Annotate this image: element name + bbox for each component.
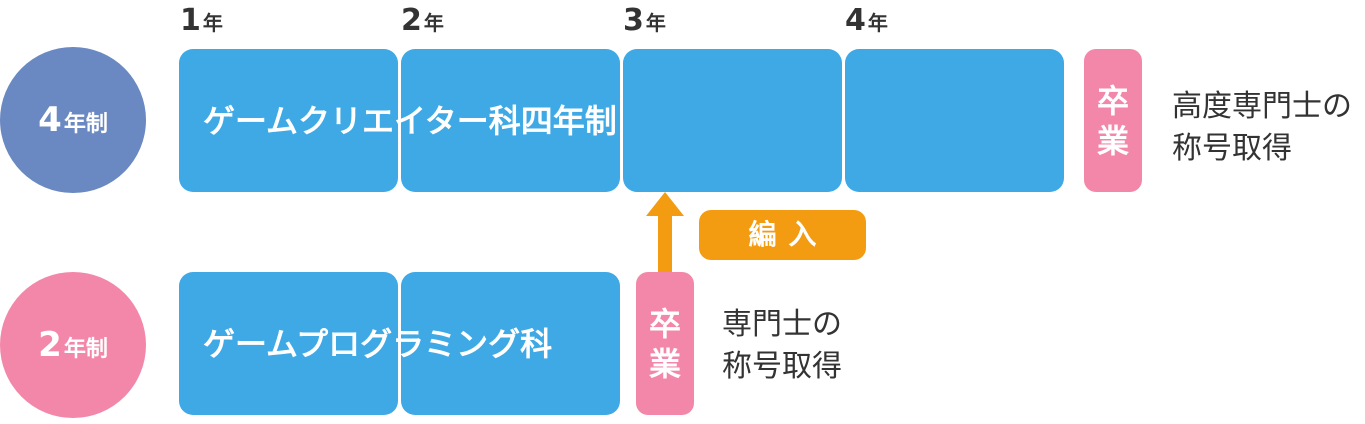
four-year-block-year-4 xyxy=(845,49,1064,192)
four-year-block-year-2 xyxy=(401,49,620,192)
transfer-arrow xyxy=(646,192,684,274)
two-year-course-name: ゲームプログラミング科 xyxy=(203,325,553,363)
transfer-badge: 編入 xyxy=(699,210,866,260)
four-year-qualification: 高度専門士の 称号取得 xyxy=(1172,89,1352,166)
four-year-block-year-1 xyxy=(179,49,398,192)
four-year-graduation: 卒 業 xyxy=(1084,49,1142,192)
four-year-block-year-3 xyxy=(623,49,842,192)
two-year-graduation: 卒 業 xyxy=(636,272,694,415)
four-year-course-name: ゲームクリエイター科四年制 xyxy=(203,102,617,140)
two-year-block-year-1 xyxy=(179,272,398,415)
two-year-badge: 2年制 xyxy=(0,272,146,418)
two-year-qualification: 専門士の 称号取得 xyxy=(722,307,842,384)
four-year-badge: 4年制 xyxy=(0,47,146,193)
two-year-block-year-2 xyxy=(401,272,620,415)
